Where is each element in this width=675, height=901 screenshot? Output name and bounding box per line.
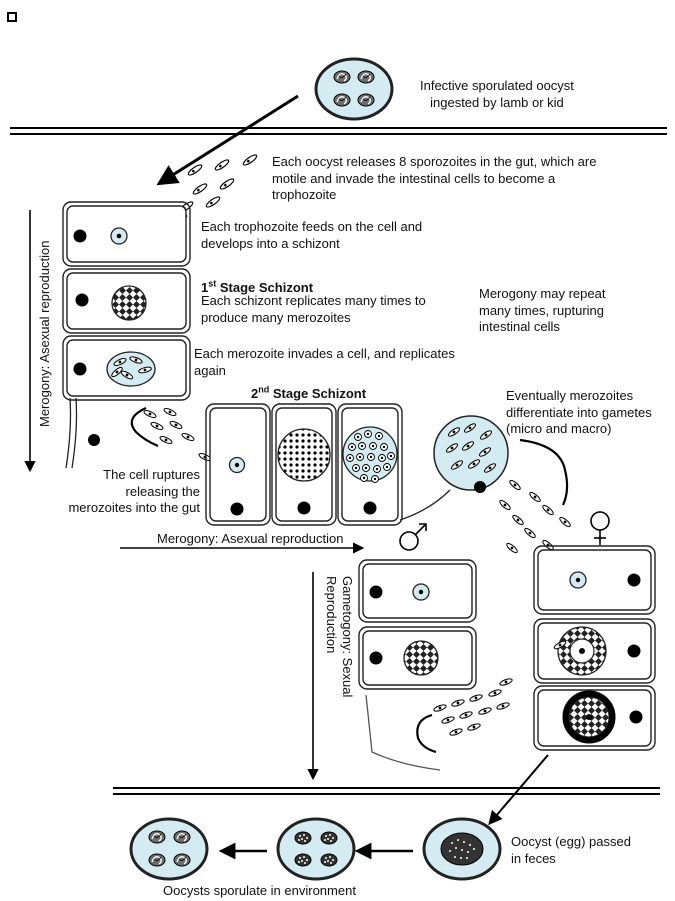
label-ruptures: The cell ruptures releasing the merozoit… [68,467,200,515]
label-ingested: Infective sporulated oocyst ingested by … [420,78,574,110]
cell-microgamont-1 [358,559,477,623]
cell-macrogamont-2 [533,618,656,684]
cell-merozoite-invades [62,335,191,401]
label-trophozoite: Each trophozoite feeds on the cell and d… [201,219,423,251]
label-oocyst-passed: Oocyst (egg) passed in feces [511,834,631,866]
label-first-stage-body: Each schizont replicates many times to p… [201,293,426,325]
label-merogony-horizontal: Merogony: Asexual reproduction [157,531,344,546]
female-symbol-icon [590,511,610,545]
oocyst-passed [422,817,502,881]
cell-second-stage-1 [205,403,271,526]
label-second-stage-title: 2nd Stage Schizont [251,385,367,402]
cell-trophozoite [62,201,191,267]
gut-wall-bottom [113,787,660,795]
label-merogony-vertical: Merogony: Asexual reproduction [37,240,52,427]
ingestion-arrow [156,94,299,186]
corner-marker [7,12,17,22]
cell-microgamont-2 [358,626,477,690]
label-first-stage-title: 1st Stage Schizont [201,279,314,296]
scattering-merozoites [497,478,573,555]
label-gametogony: Gametogony: Sexual Reproduction [324,576,355,698]
oocyst-sporulated [129,817,209,881]
passage-arrow [488,754,549,826]
label-gametes: Eventually merozoites differentiate into… [506,388,652,436]
label-sporozoites: Each oocyst releases 8 sporozoites in th… [272,154,597,202]
cell-first-schizont [62,268,191,334]
ruptured-cell [65,397,213,469]
male-symbol-icon [399,523,427,551]
cell-macrogamont-1 [533,545,656,615]
ruptured-microgamont [365,677,514,771]
cell-macrogamont-3 [533,685,656,751]
cell-second-stage-2 [271,403,337,526]
label-merozoite-invades: Each merozoite invades a cell, and repli… [194,346,455,378]
label-merogony-repeat: Merogony may repeat many times, rupturin… [479,286,606,334]
gametocyte-mass [399,415,569,521]
cell-second-stage-3 [337,403,403,526]
gut-wall-top [10,127,667,135]
label-sporulate: Oocysts sporulate in environment [163,883,356,898]
ingested-oocyst [314,57,394,121]
oocyst-sporulating [276,817,356,881]
